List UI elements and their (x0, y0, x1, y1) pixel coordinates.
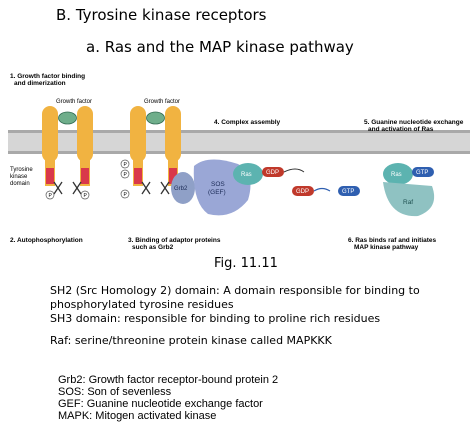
step6-label: 6. Ras binds raf and initiates (348, 237, 437, 244)
abbreviation-grb2: Grb2: Growth factor receptor-bound prote… (58, 374, 279, 386)
sos-gef-label: (GEF) (208, 189, 226, 196)
slide-subtitle: a. Ras and the MAP kinase pathway (86, 38, 354, 56)
p-label: P (49, 193, 53, 199)
sh3-note: SH3 domain: responsible for binding to p… (50, 312, 381, 325)
step4-label: 4. Complex assembly (214, 119, 280, 126)
step5-label: 5. Guanine nucleotide exchange (364, 119, 464, 126)
step1-label: 1. Growth factor binding (10, 73, 85, 80)
growth-factor-2 (146, 111, 165, 125)
step3-label-line2: such as Grb2 (132, 244, 174, 251)
p-label: P (84, 193, 88, 199)
abbreviation-sos: SOS: Son of sevenless (58, 386, 172, 398)
p-label: P (124, 172, 128, 178)
raf-label: Raf (403, 199, 413, 206)
sos-label: SOS (211, 181, 225, 188)
receptor-dimer-1: P P (42, 106, 93, 200)
ras-protein-active (383, 163, 413, 185)
gtp-incoming (338, 186, 360, 196)
receptor-dimer-2: P P P P (120, 106, 183, 199)
step5-label-line2: and activation of Ras (368, 126, 434, 133)
step6-label-line2: MAP kinase pathway (354, 244, 419, 251)
kinase-domain (46, 168, 54, 184)
p-label: P (124, 162, 128, 168)
ras-protein-inactive (233, 163, 263, 185)
gdp-bound (262, 167, 284, 177)
ras-label: Ras (391, 172, 402, 178)
growth-factor-label-right: Growth factor (144, 99, 180, 105)
tyrosine-kinase-label-line2: kinase (10, 174, 28, 180)
tyrosine-kinase-label-line3: domain (10, 181, 30, 187)
sh2-note-line2: phosphorylated tyrosine residues (50, 298, 234, 311)
sh2-note: SH2 (Src Homology 2) domain: A domain re… (50, 284, 420, 297)
gdp-label: GDP (266, 170, 279, 176)
grb2-label: Grb2 (174, 186, 188, 192)
step3-label: 3. Binding of adaptor proteins (128, 237, 221, 244)
grb2-protein (171, 172, 195, 204)
step2-label: 2. Autophosphorylation (10, 237, 83, 244)
step1-label-line2: and dimerization (14, 80, 66, 87)
gdp-label: GDP (296, 189, 309, 195)
gtp-label: GTP (416, 170, 428, 176)
ras-map-kinase-figure: 1. Growth factor binding and dimerizatio… (8, 73, 470, 251)
growth-factor-1 (58, 111, 77, 125)
gtp-bound (412, 167, 434, 177)
ras-label: Ras (241, 172, 252, 178)
growth-factor-label-left: Growth factor (56, 99, 92, 105)
p-label: P (124, 192, 128, 198)
slide-title: B. Tyrosine kinase receptors (56, 6, 267, 24)
raf-note: Raf: serine/threonine protein kinase cal… (50, 334, 332, 347)
abbreviation-gef: GEF: Guanine nucleotide exchange factor (58, 398, 263, 410)
tyrosine-kinase-label: Tyrosine (10, 167, 33, 173)
abbreviation-mapk: MAPK: Mitogen activated kinase (58, 410, 217, 422)
gdp-released (292, 186, 314, 196)
gtp-label: GTP (342, 189, 354, 195)
raf-protein (383, 182, 435, 217)
figure-caption: Fig. 11.11 (214, 256, 278, 271)
